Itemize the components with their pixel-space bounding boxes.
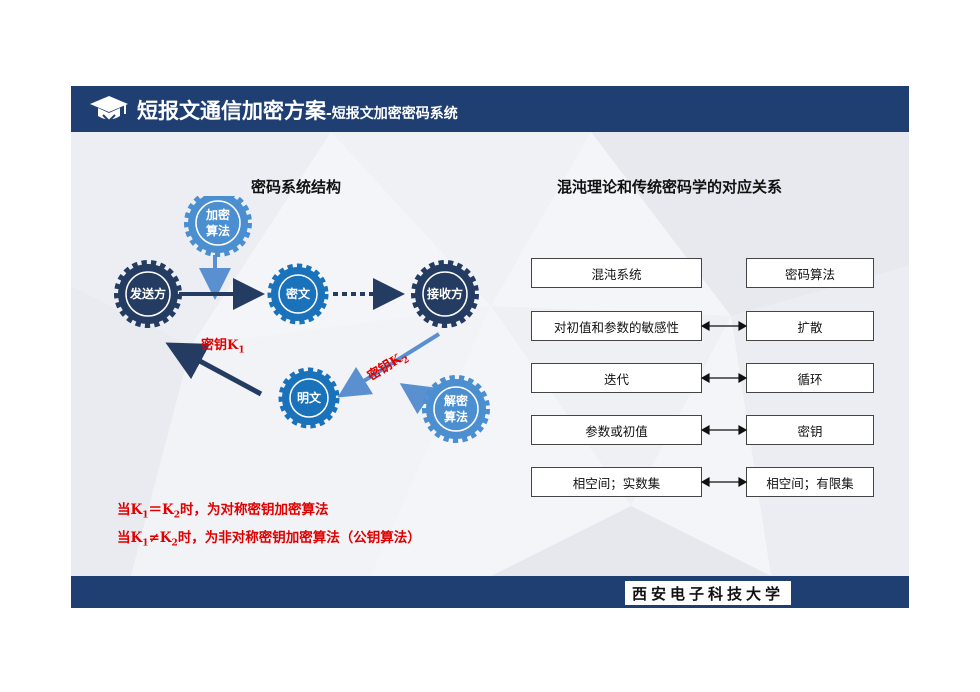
row-left-1: 对初值和参数的敏感性 xyxy=(531,311,702,341)
decrypt-algorithm-gear: 解密 算法 xyxy=(422,375,490,443)
right-section-title: 混沌理论和传统密码学的对应关系 xyxy=(557,178,783,196)
graduation-cap-icon xyxy=(90,96,128,123)
crypto-system-diagram: 加密 算法 发送方 密文 接收方 明文 xyxy=(114,196,490,443)
header-chaos-system: 混沌系统 xyxy=(531,258,702,288)
encrypt-algorithm-gear: 加密 算法 xyxy=(184,196,252,257)
left-section-title: 密码系统结构 xyxy=(251,178,342,196)
row-right-4: 相空间；有限集 xyxy=(746,467,874,497)
page-subtitle: -短报文加密密码系统 xyxy=(326,106,458,122)
row-left-3: 参数或初值 xyxy=(531,415,702,445)
page-title: 短报文通信加密方案-短报文加密密码系统 xyxy=(137,99,458,123)
encrypt-algorithm-label-1: 加密 xyxy=(205,207,230,222)
row-right-3: 密钥 xyxy=(746,415,874,445)
university-logo-text: 西安电子科技大学 xyxy=(623,579,793,607)
key1-label: 密钥K1 xyxy=(201,338,245,356)
arrow-plain-to-sender xyxy=(165,342,263,397)
header-bar: 短报文通信加密方案-短报文加密密码系统 xyxy=(71,86,909,132)
row-right-1: 扩散 xyxy=(746,311,874,341)
sender-gear: 发送方 xyxy=(114,260,182,328)
row-left-4: 相空间；实数集 xyxy=(531,467,702,497)
row-left-2: 迭代 xyxy=(531,363,702,393)
slide: 短报文通信加密方案-短报文加密密码系统 密码系统结构 混沌理论和传统密码学的对应… xyxy=(71,86,909,608)
ciphertext-gear: 密文 xyxy=(267,263,329,325)
plaintext-label: 明文 xyxy=(297,390,322,405)
row-right-2: 循环 xyxy=(746,363,874,393)
relation-arrows xyxy=(700,320,748,488)
note-asymmetric: 当K1≠K2时，为非对称密钥加密算法（公钥算法） xyxy=(117,530,421,549)
note-symmetric: 当K1＝K2时，为对称密钥加密算法 xyxy=(117,502,329,521)
sender-label: 发送方 xyxy=(129,286,166,301)
plaintext-gear: 明文 xyxy=(278,367,340,429)
receiver-gear: 接收方 xyxy=(411,260,479,328)
decrypt-algorithm-label-2: 算法 xyxy=(444,409,468,424)
encrypt-algorithm-label-2: 算法 xyxy=(206,223,230,238)
decrypt-algorithm-label-1: 解密 xyxy=(444,393,468,408)
receiver-label: 接收方 xyxy=(427,286,463,301)
ciphertext-label: 密文 xyxy=(286,286,311,301)
header-crypto-algorithm: 密码算法 xyxy=(746,258,874,288)
arrow-receiver-to-plain xyxy=(337,332,441,398)
